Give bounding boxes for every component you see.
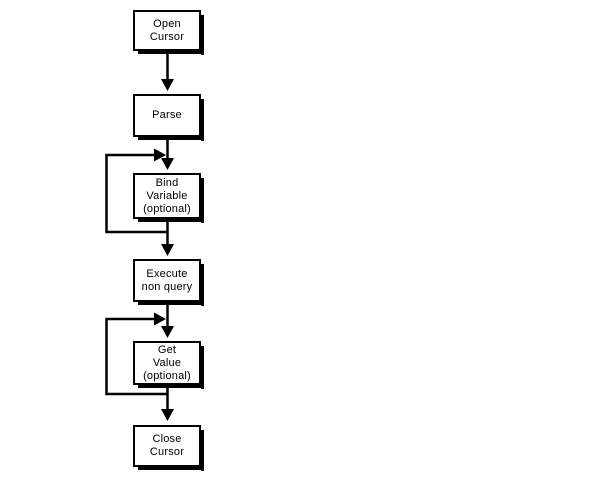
node-label: Open Cursor bbox=[149, 17, 185, 43]
node-get-value: Get Value (optional) bbox=[133, 341, 204, 389]
node-label: Execute non query bbox=[141, 267, 193, 293]
node-parse: Parse bbox=[133, 94, 204, 141]
loop-arrow-get-value bbox=[105, 312, 168, 396]
node-execute-non-query: Execute non query bbox=[133, 259, 204, 306]
node-label: Bind Variable (optional) bbox=[143, 176, 191, 215]
node-close-cursor: Close Cursor bbox=[133, 425, 204, 471]
node-label: Parse bbox=[152, 109, 182, 121]
loop-arrow-bind-variable bbox=[105, 148, 168, 234]
node-bind-variable: Bind Variable (optional) bbox=[133, 173, 204, 223]
node-label: Close Cursor bbox=[149, 433, 185, 458]
arrow-open-cursor-to-parse bbox=[161, 49, 174, 91]
arrow-bind-variable-to-execute bbox=[161, 217, 174, 256]
node-open-cursor: Open Cursor bbox=[133, 10, 204, 55]
arrow-get-value-to-close-cursor bbox=[161, 383, 174, 421]
arrow-parse-to-bind-variable bbox=[161, 135, 174, 170]
node-label: Get Value (optional) bbox=[143, 343, 191, 382]
